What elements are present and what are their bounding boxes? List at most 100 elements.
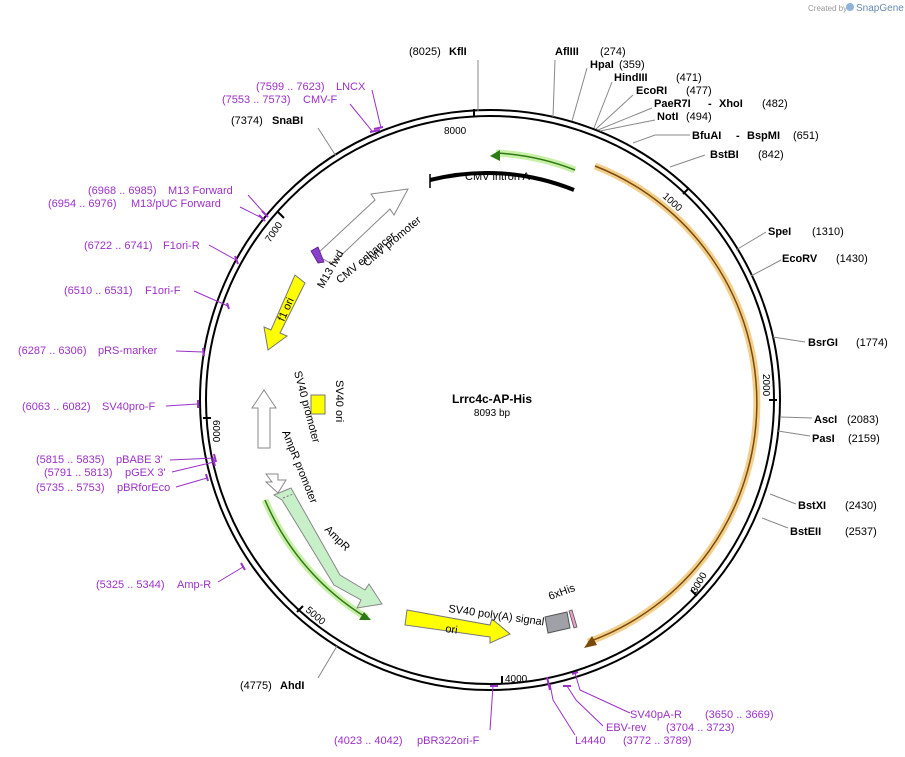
primer-sv40pa-r[interactable] <box>571 671 631 714</box>
primer-f1ori-r[interactable] <box>208 244 239 265</box>
ampr-arrow[interactable] <box>272 487 383 609</box>
plasmid-size: 8093 bp <box>474 408 511 419</box>
f1-ori-label: f1 ori <box>276 296 297 323</box>
site-afliii-pos: (274) <box>600 46 626 58</box>
site-bstbi-name: BstBI <box>710 149 739 161</box>
sv40-ori-box[interactable] <box>310 394 326 415</box>
primer-sv40pro-range: (6063 .. 6082) <box>22 401 91 413</box>
orf-green-left-line <box>264 499 368 619</box>
primer-pbr322ori-f[interactable] <box>489 685 498 731</box>
primer-f1ori-f[interactable] <box>193 290 230 310</box>
orf-green-top-arc[interactable] <box>495 149 577 174</box>
site-noti-pos: (494) <box>686 111 712 123</box>
site-ecori[interactable] <box>595 94 634 130</box>
site-bsrgi[interactable] <box>772 336 806 343</box>
site-bfuai-name: BfuAI <box>692 130 721 142</box>
site-ahdi-pos: (4775) <box>240 680 272 692</box>
site-bsteii[interactable] <box>761 517 789 529</box>
orf-orange-line <box>587 165 758 643</box>
primer-l4440[interactable] <box>546 676 576 736</box>
orf-green-top-line <box>495 152 576 171</box>
site-bsteii-name: BstEII <box>790 526 821 538</box>
site-paer7i-xhoi[interactable] <box>597 107 653 131</box>
primer-m13-puc-forward[interactable] <box>239 206 266 222</box>
primer-cmv-f[interactable] <box>349 103 381 133</box>
site-paer7i-pos: (482) <box>762 98 788 110</box>
primer-pbr322-range: (4023 .. 4042) <box>334 735 403 747</box>
site-pasi[interactable] <box>777 430 811 437</box>
primer-ebv-rev[interactable] <box>563 685 604 727</box>
site-ahdi-name: AhdI <box>280 680 304 692</box>
m13-fwd-marker[interactable] <box>310 246 325 264</box>
primer-pbr322-name: pBR322ori-F <box>417 735 480 747</box>
his-tag-box[interactable] <box>568 609 578 629</box>
primer-f1orif-name: F1ori-F <box>145 285 181 297</box>
site-ecorv-pos: (1430) <box>836 253 868 265</box>
site-kfli-name: KflI <box>449 46 467 58</box>
primer-sv40pro-f[interactable] <box>165 400 199 408</box>
primer-sv40par-range: (3650 .. 3669) <box>705 709 774 721</box>
site-bsrgi-name: BsrGI <box>808 337 838 349</box>
orf-green-left-arrowhead <box>359 612 371 620</box>
f1-ori-arrow[interactable] <box>263 274 306 351</box>
site-hindiii[interactable] <box>593 81 613 129</box>
tick-7000 <box>277 211 285 219</box>
primer-amp-r[interactable] <box>217 562 246 583</box>
site-hpai-pos: (359) <box>619 59 645 71</box>
primer-pbabe-range: (5815 .. 5835) <box>36 454 105 466</box>
primer-lncx-name: LNCX <box>336 81 366 93</box>
ori-arrow[interactable] <box>404 609 511 644</box>
site-paer7i-name: PaeR7I <box>654 98 691 110</box>
primer-pgex-3[interactable] <box>171 458 216 473</box>
site-noti-name: NotI <box>657 111 678 123</box>
site-snabi[interactable] <box>317 127 337 157</box>
site-bstbi[interactable] <box>669 154 706 168</box>
primer-f1orif-range: (6510 .. 6531) <box>64 285 133 297</box>
site-ahdi[interactable] <box>317 645 338 679</box>
ampr-dashed-mark <box>282 493 294 499</box>
primer-pbrforeco[interactable] <box>175 473 209 488</box>
primer-pgex-name: pGEX 3' <box>125 467 166 479</box>
primer-ebvrev-range: (3704 .. 3723) <box>666 722 735 734</box>
site-pasi-pos: (2159) <box>848 433 880 445</box>
site-pasi-name: PasI <box>812 433 835 445</box>
primer-prs-range: (6287 .. 6306) <box>18 345 87 357</box>
site-hpai[interactable] <box>571 67 588 122</box>
primer-prs-marker[interactable] <box>175 347 205 357</box>
primer-ampr-range: (5325 .. 5344) <box>96 579 165 591</box>
orf-orange-arc[interactable] <box>586 162 761 646</box>
cmv-intron-bar[interactable] <box>429 170 575 192</box>
site-noti[interactable] <box>599 119 656 132</box>
site-spei-pos: (1310) <box>812 226 844 238</box>
site-bstxi-name: BstXI <box>798 500 826 512</box>
site-kfli-pos: (8025) <box>409 46 441 58</box>
tick-label-6000: 6000 <box>210 420 221 443</box>
site-spei[interactable] <box>735 231 767 251</box>
site-ecorv[interactable] <box>750 259 782 277</box>
primer-pbrforeco-range: (5735 .. 5753) <box>36 482 105 494</box>
sv40-polya-box[interactable] <box>544 611 571 634</box>
primer-sv40par-name: SV40pA-R <box>630 709 682 721</box>
primer-m13fwd-name: M13 Forward <box>168 185 233 197</box>
primer-pbrforeco-name: pBRforEco <box>117 482 170 494</box>
site-ecori-pos: (477) <box>686 85 712 97</box>
ampr-promoter-arrow[interactable] <box>264 473 287 494</box>
sv40-promoter-arrow[interactable] <box>251 389 277 449</box>
site-snabi-name: SnaBI <box>272 115 303 127</box>
primer-ampr-name: Amp-R <box>177 579 211 591</box>
tick-label-8000: 8000 <box>444 126 467 137</box>
primer-lncx[interactable] <box>371 89 384 130</box>
site-bspmi-name: BspMI <box>747 130 780 142</box>
cmv-promoter-arrow[interactable] <box>315 188 409 265</box>
site-bstxi[interactable] <box>769 493 797 505</box>
primer-pbabe-3[interactable] <box>169 453 217 463</box>
primer-m13-forward[interactable] <box>247 194 269 218</box>
site-aflIII[interactable] <box>552 59 556 118</box>
primer-l4440-range: (3772 .. 3789) <box>623 735 692 747</box>
credit-brand: SnapGene <box>856 3 904 14</box>
site-hindiii-name: HindIII <box>614 72 648 84</box>
site-asci[interactable] <box>779 416 813 419</box>
credit-prefix: Created by <box>808 4 847 13</box>
site-bfuai-bspmi[interactable] <box>632 134 690 144</box>
